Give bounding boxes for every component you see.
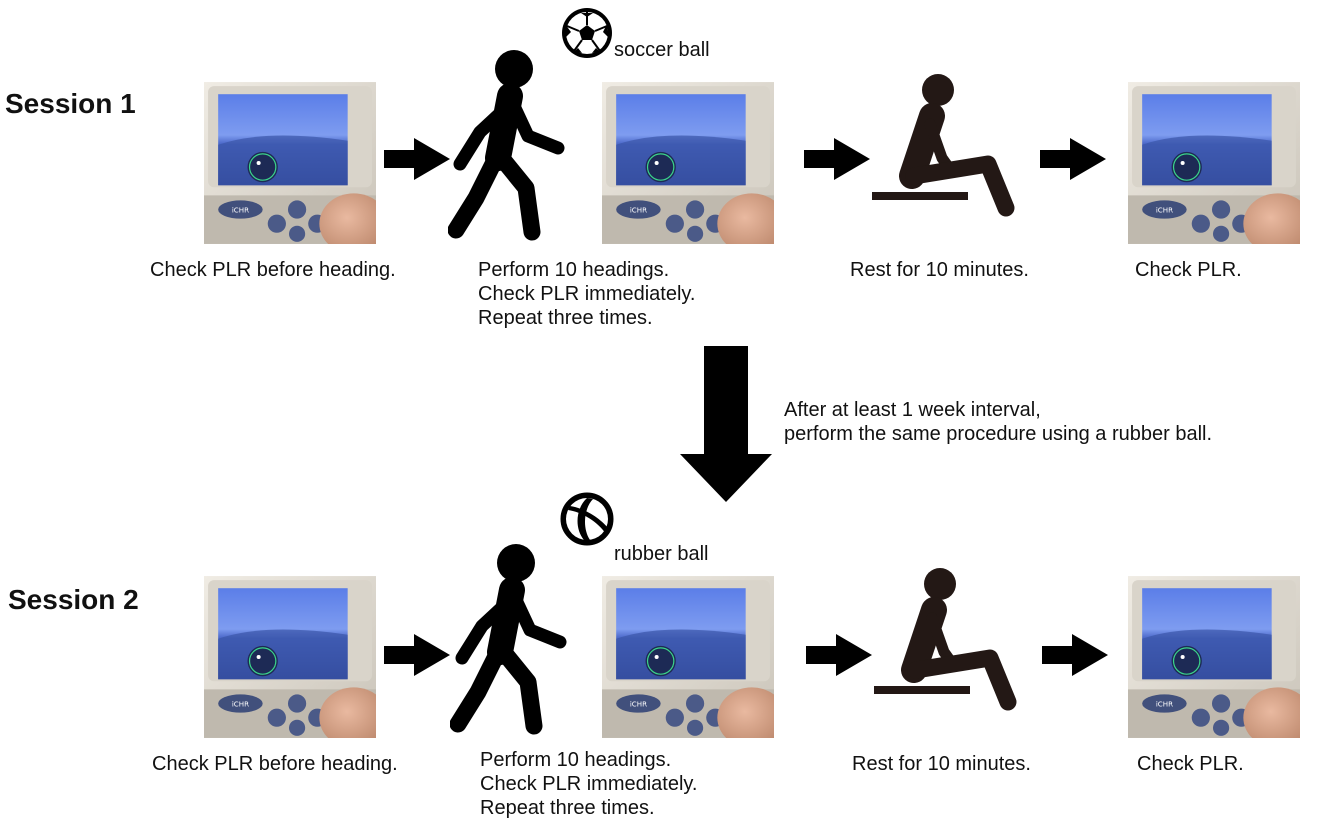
caption-perform: Perform 10 headings. Check PLR immediate… <box>480 748 697 820</box>
arrow-right-icon <box>806 634 872 676</box>
beach-ball-icon <box>560 492 614 546</box>
caption-check-before: Check PLR before heading. <box>152 753 398 775</box>
caption-line: Perform 10 headings. <box>480 749 672 771</box>
session-2-label: Session 2 <box>8 584 139 615</box>
arrow-right-icon <box>384 634 450 676</box>
interval-note: After at least 1 week interval, perform … <box>784 398 1212 446</box>
sitting-person-icon <box>870 72 1020 222</box>
caption-line: Perform 10 headings. <box>478 259 670 281</box>
arrow-right-icon <box>384 138 450 180</box>
interval-note-line: perform the same procedure using a rubbe… <box>784 423 1213 445</box>
soccer-ball-icon <box>562 8 612 58</box>
caption-check-after: Check PLR. <box>1135 259 1242 281</box>
pupillometer-device-icon <box>1128 82 1300 244</box>
caption-check-before: Check PLR before heading. <box>150 259 396 281</box>
caption-line: Check PLR immediately. <box>478 283 696 305</box>
arrow-right-icon <box>1042 634 1108 676</box>
pupillometer-device-icon <box>602 82 774 244</box>
caption-line: Check PLR immediately. <box>480 773 698 795</box>
walking-person-icon <box>450 542 570 737</box>
arrow-right-icon <box>1040 138 1106 180</box>
walking-person-icon <box>448 48 568 243</box>
pupillometer-device-icon <box>1128 576 1300 738</box>
caption-line: Repeat three times. <box>480 797 655 819</box>
interval-note-line: After at least 1 week interval, <box>784 399 1041 421</box>
sitting-person-icon <box>872 566 1022 716</box>
caption-rest: Rest for 10 minutes. <box>852 753 1031 775</box>
arrow-down-icon <box>680 346 772 502</box>
ball-label: soccer ball <box>614 39 710 61</box>
pupillometer-device-icon <box>204 82 376 244</box>
pupillometer-device-icon <box>602 576 774 738</box>
session-1-label: Session 1 <box>5 88 136 119</box>
caption-check-after: Check PLR. <box>1137 753 1244 775</box>
caption-line: Repeat three times. <box>478 307 653 329</box>
ball-label: rubber ball <box>614 543 709 565</box>
caption-rest: Rest for 10 minutes. <box>850 259 1029 281</box>
caption-perform: Perform 10 headings. Check PLR immediate… <box>478 258 695 330</box>
pupillometer-device-icon <box>204 576 376 738</box>
arrow-right-icon <box>804 138 870 180</box>
